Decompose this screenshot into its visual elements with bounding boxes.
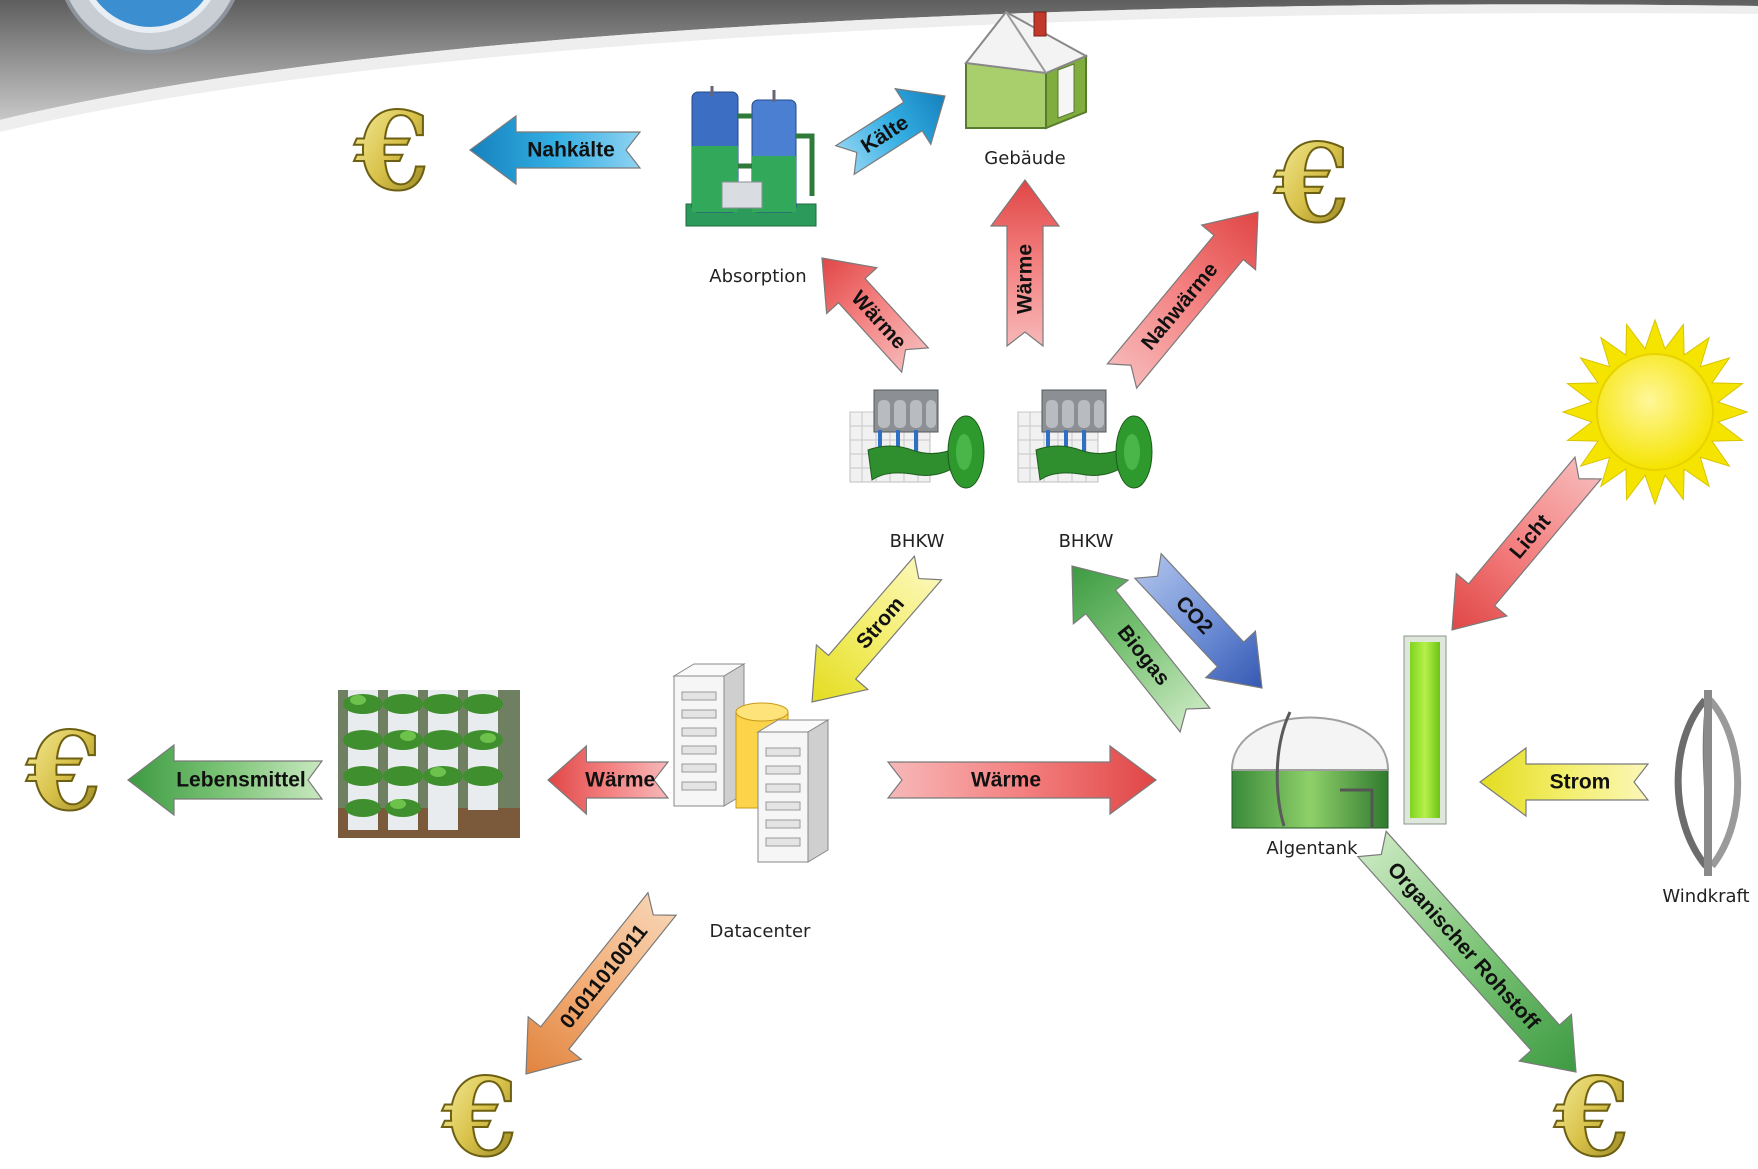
arrow-co2-shape <box>1133 552 1263 689</box>
arrow-organischer-rohstoff-shape <box>1356 830 1577 1073</box>
arrow-waerme-building: Wärme <box>989 178 1061 348</box>
arrow-waerme-building-label: Wärme <box>1014 244 1037 314</box>
header-swoosh-highlight <box>0 4 1758 132</box>
euro-coin-icon <box>1552 1054 1631 1169</box>
header-swoosh <box>0 0 1758 120</box>
euro-coin-icon <box>24 708 103 836</box>
euro-coin-icon <box>440 1054 519 1169</box>
arrow-waerme-algae: Wärme <box>886 744 1158 816</box>
bhkw-right-engine-icon <box>1016 388 1154 490</box>
arrow-nahwaerme: Nahwärme <box>1106 211 1259 390</box>
building-label: Gebäude <box>984 148 1065 169</box>
arrow-waerme-absorption: Wärme <box>821 257 930 374</box>
arrow-waerme-building-shape <box>989 178 1061 348</box>
arrow-strom-datacenter: Strom <box>811 554 943 703</box>
arrow-nahkaelte-shape <box>468 114 642 186</box>
absorption-chiller-icon <box>685 86 817 227</box>
arrow-strom-wind-label: Strom <box>1550 771 1611 794</box>
arrow-lebensmittel-label: Lebensmittel <box>176 769 306 792</box>
arrow-binary-data-shape <box>525 891 678 1075</box>
wind-turbine-icon <box>1674 690 1742 876</box>
arrow-nahwaerme-label: Nahwärme <box>1137 258 1223 354</box>
absorption-label: Absorption <box>709 266 806 287</box>
arrow-waerme-algae-label: Wärme <box>971 769 1041 792</box>
arrow-kaelte-shape <box>834 87 946 176</box>
bhkw-right-label: BHKW <box>1059 531 1114 552</box>
arrow-biogas-shape <box>1071 565 1212 734</box>
arrow-strom-datacenter-shape <box>811 554 943 703</box>
arrow-nahwaerme-shape <box>1106 211 1259 390</box>
datacenter-label: Datacenter <box>710 921 811 942</box>
sun-icon <box>1561 318 1749 506</box>
arrow-organischer-rohstoff-label: Organischer Rohstoff <box>1383 858 1545 1035</box>
arrow-binary-data: 01011010011 <box>525 891 678 1075</box>
arrow-waerme-food: Wärme <box>547 744 670 816</box>
arrow-lebensmittel-shape <box>127 743 324 817</box>
arrow-strom-wind-shape <box>1478 746 1650 818</box>
arrow-waerme-absorption-shape <box>821 257 930 374</box>
arrow-nahkaelte-label: Nahkälte <box>527 139 615 162</box>
arrow-waerme-food-shape <box>547 744 670 816</box>
arrow-licht: Licht <box>1451 455 1603 631</box>
logo-icon <box>64 0 236 54</box>
arrow-kaelte: Kälte <box>834 87 946 176</box>
euro-coin-icon <box>1272 120 1351 248</box>
algae-tank-label: Algentank <box>1266 838 1358 859</box>
euro-coin-icon <box>352 88 431 216</box>
arrow-nahkaelte: Nahkälte <box>468 114 642 186</box>
datacenter-server-icon <box>673 663 829 863</box>
wind-power-label: Windkraft <box>1662 886 1749 907</box>
arrow-binary-data-label: 01011010011 <box>556 920 653 1033</box>
house-icon <box>964 10 1089 130</box>
bhkw-left-label: BHKW <box>890 531 945 552</box>
arrow-lebensmittel: Lebensmittel <box>127 743 324 817</box>
algae-biogas-tank-icon <box>1230 711 1390 829</box>
arrow-waerme-algae-shape <box>886 744 1158 816</box>
arrow-licht-shape <box>1451 455 1603 631</box>
vertical-farm-icon <box>338 690 520 838</box>
arrow-waerme-food-label: Wärme <box>585 769 655 792</box>
algae-photobioreactor-icon <box>1403 635 1447 825</box>
arrow-strom-wind: Strom <box>1478 746 1650 818</box>
bhkw-left-engine-icon <box>848 388 986 490</box>
